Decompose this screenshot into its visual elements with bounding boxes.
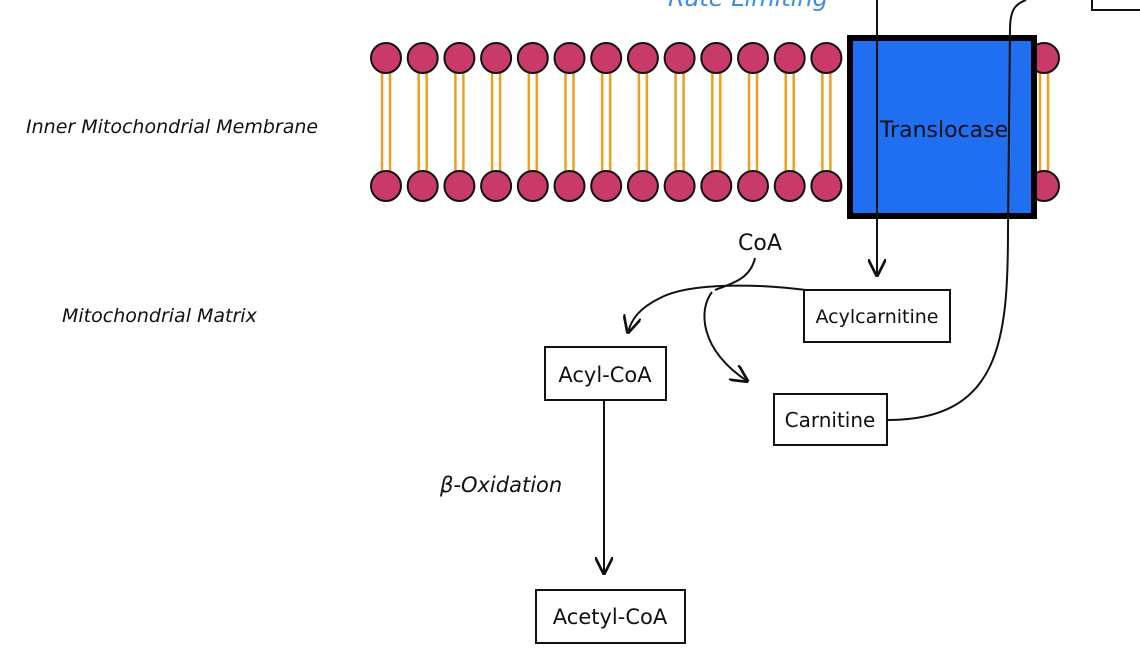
carnitine-return-curve bbox=[887, 0, 1027, 421]
lipid-head bbox=[773, 42, 806, 74]
lipid-head bbox=[737, 42, 769, 74]
lipid-head bbox=[810, 170, 843, 202]
carnitine-label: Carnitine bbox=[785, 408, 876, 432]
lipid-head bbox=[700, 42, 733, 74]
acylcarnitine-label: Acylcarnitine bbox=[816, 306, 939, 328]
acylcarnitine-box bbox=[803, 289, 951, 343]
acetyl-coa-box bbox=[535, 589, 686, 644]
lipid-head bbox=[516, 170, 549, 202]
lipid-head bbox=[480, 42, 513, 74]
lipid-head bbox=[553, 42, 586, 74]
lipid-head bbox=[700, 170, 733, 202]
lipid-head bbox=[663, 170, 696, 202]
lipid-bilayer bbox=[370, 42, 1060, 202]
acetyl-coa-label: Acetyl-CoA bbox=[553, 605, 668, 629]
cytosol-box-partial bbox=[1091, 0, 1140, 11]
mitochondrial-matrix-label: Mitochondrial Matrix bbox=[62, 305, 258, 327]
lipid-head bbox=[443, 170, 476, 202]
lipid-head bbox=[480, 170, 513, 202]
rate-limiting-note: Rate Limiting bbox=[668, 0, 828, 12]
carnitine-box bbox=[773, 393, 888, 446]
lipid-head bbox=[370, 170, 402, 202]
coa-label: CoA bbox=[738, 231, 782, 256]
acyl-coa-label: Acyl-CoA bbox=[558, 363, 652, 387]
translocase-box bbox=[847, 35, 1037, 219]
lipid-head bbox=[406, 42, 439, 74]
acyl-coa-box bbox=[544, 346, 667, 401]
coa-input-curve bbox=[714, 257, 756, 291]
lipid-head bbox=[516, 42, 549, 74]
carnitine-release-arrow bbox=[703, 291, 747, 381]
acyl-coa-formation-arrow bbox=[628, 284, 807, 332]
lipid-head bbox=[663, 42, 696, 74]
lipid-head bbox=[737, 170, 769, 202]
lipid-head bbox=[590, 170, 623, 202]
lipid-head bbox=[773, 170, 806, 202]
beta-oxidation-label: β-Oxidation bbox=[439, 473, 562, 497]
lipid-head bbox=[370, 42, 402, 74]
lipid-head bbox=[626, 170, 659, 202]
lipid-head bbox=[553, 170, 586, 202]
translocase-label: Translocase bbox=[879, 118, 1008, 143]
lipid-head bbox=[626, 42, 659, 74]
lipid-head bbox=[443, 42, 476, 74]
inner-membrane-label: Inner Mitochondrial Membrane bbox=[26, 116, 318, 138]
lipid-head bbox=[406, 170, 439, 202]
lipid-head bbox=[590, 42, 623, 74]
lipid-head bbox=[810, 42, 843, 74]
